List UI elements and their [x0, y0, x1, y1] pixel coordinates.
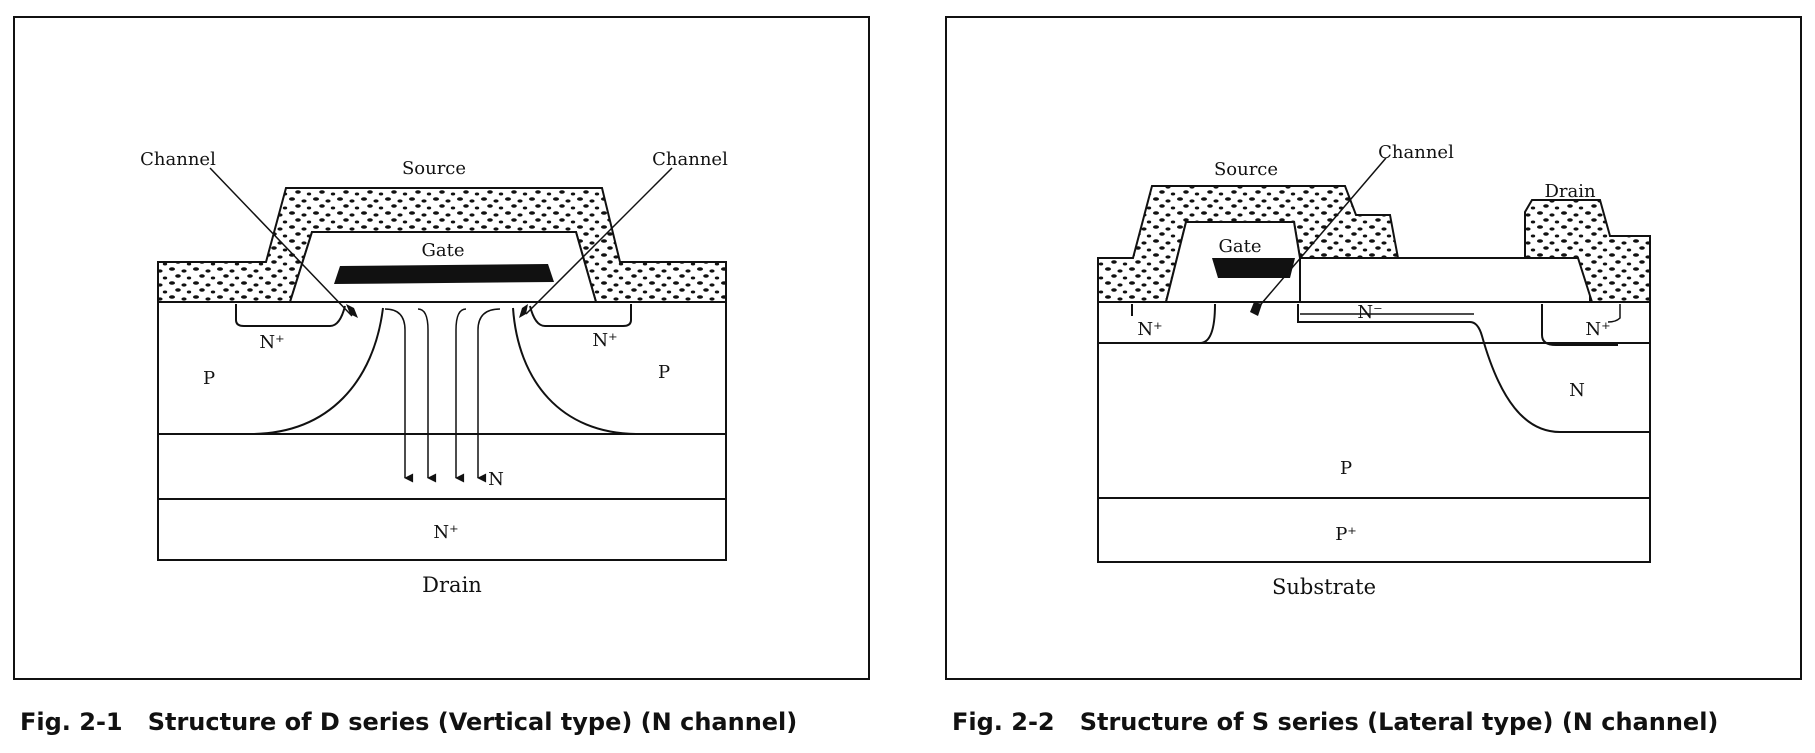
gate-electrode: [334, 264, 554, 284]
figure-2-frame: [945, 16, 1802, 680]
source-label: Source: [402, 158, 466, 179]
drain-metal: [1524, 199, 1651, 303]
figure-1-vertical-type: Channel Source Channel Gate N⁺ N⁺ P P N …: [13, 16, 870, 736]
p-label-lateral: P: [1340, 458, 1352, 479]
channel-leader: [1255, 157, 1387, 311]
n-plus-right-label: N⁺: [592, 330, 617, 351]
n-plus-drain-label: N⁺: [1585, 319, 1610, 340]
n-plus-source-label: N⁺: [1137, 319, 1162, 340]
n-plus-right-region: [529, 304, 632, 327]
n-plus-left-region: [235, 304, 346, 327]
n-well-label: N: [1569, 380, 1585, 401]
drain-label-lateral: Drain: [1544, 181, 1596, 202]
p-body-left-junction: [158, 307, 384, 435]
p-right-label: P: [658, 362, 670, 383]
gate-label-lateral: Gate: [1219, 236, 1262, 257]
channel-right-label: Channel: [652, 149, 728, 170]
channel-right-leader: [525, 167, 673, 315]
n-plus-drain-region: [1541, 304, 1618, 346]
n-plus-substrate-label: N⁺: [433, 522, 458, 543]
current-arrow-4: [477, 308, 501, 483]
source-label-lateral: Source: [1214, 159, 1278, 180]
current-arrow-3: [455, 308, 467, 483]
figure-1-caption: Fig. 2-1 Structure of D series (Vertical…: [20, 708, 797, 736]
figure-1-frame: [13, 16, 870, 680]
p-body-right-junction: [512, 307, 726, 435]
n-drift-label: N: [488, 469, 504, 490]
channel-label-lateral: Channel: [1378, 142, 1454, 163]
figure-2-caption: Fig. 2-2 Structure of S series (Lateral …: [952, 708, 1718, 736]
channel-right-marker: [519, 304, 528, 318]
drain-label: Drain: [422, 573, 482, 597]
p-plus-label: P⁺: [1335, 524, 1357, 545]
n-minus-and-n-well-junction: [1297, 304, 1650, 433]
n-plus-left-label: N⁺: [259, 332, 284, 353]
n-minus-label: N⁻: [1357, 302, 1382, 323]
current-arrow-1: [384, 308, 414, 483]
substrate-label: Substrate: [1272, 575, 1376, 599]
current-arrow-2: [417, 308, 437, 483]
figure-2-lateral-type: Source Channel Drain Gate N⁻ N⁺ N⁺ N P P…: [945, 16, 1802, 736]
gate-label: Gate: [422, 240, 465, 261]
gate-electrode-lateral: [1212, 258, 1295, 278]
p-left-label: P: [203, 368, 215, 389]
channel-left-marker: [346, 304, 358, 318]
n-plus-drain-contact: [1607, 304, 1621, 323]
n-plus-source-region: [1131, 303, 1216, 344]
channel-left-leader: [209, 167, 353, 317]
channel-left-label: Channel: [140, 149, 216, 170]
